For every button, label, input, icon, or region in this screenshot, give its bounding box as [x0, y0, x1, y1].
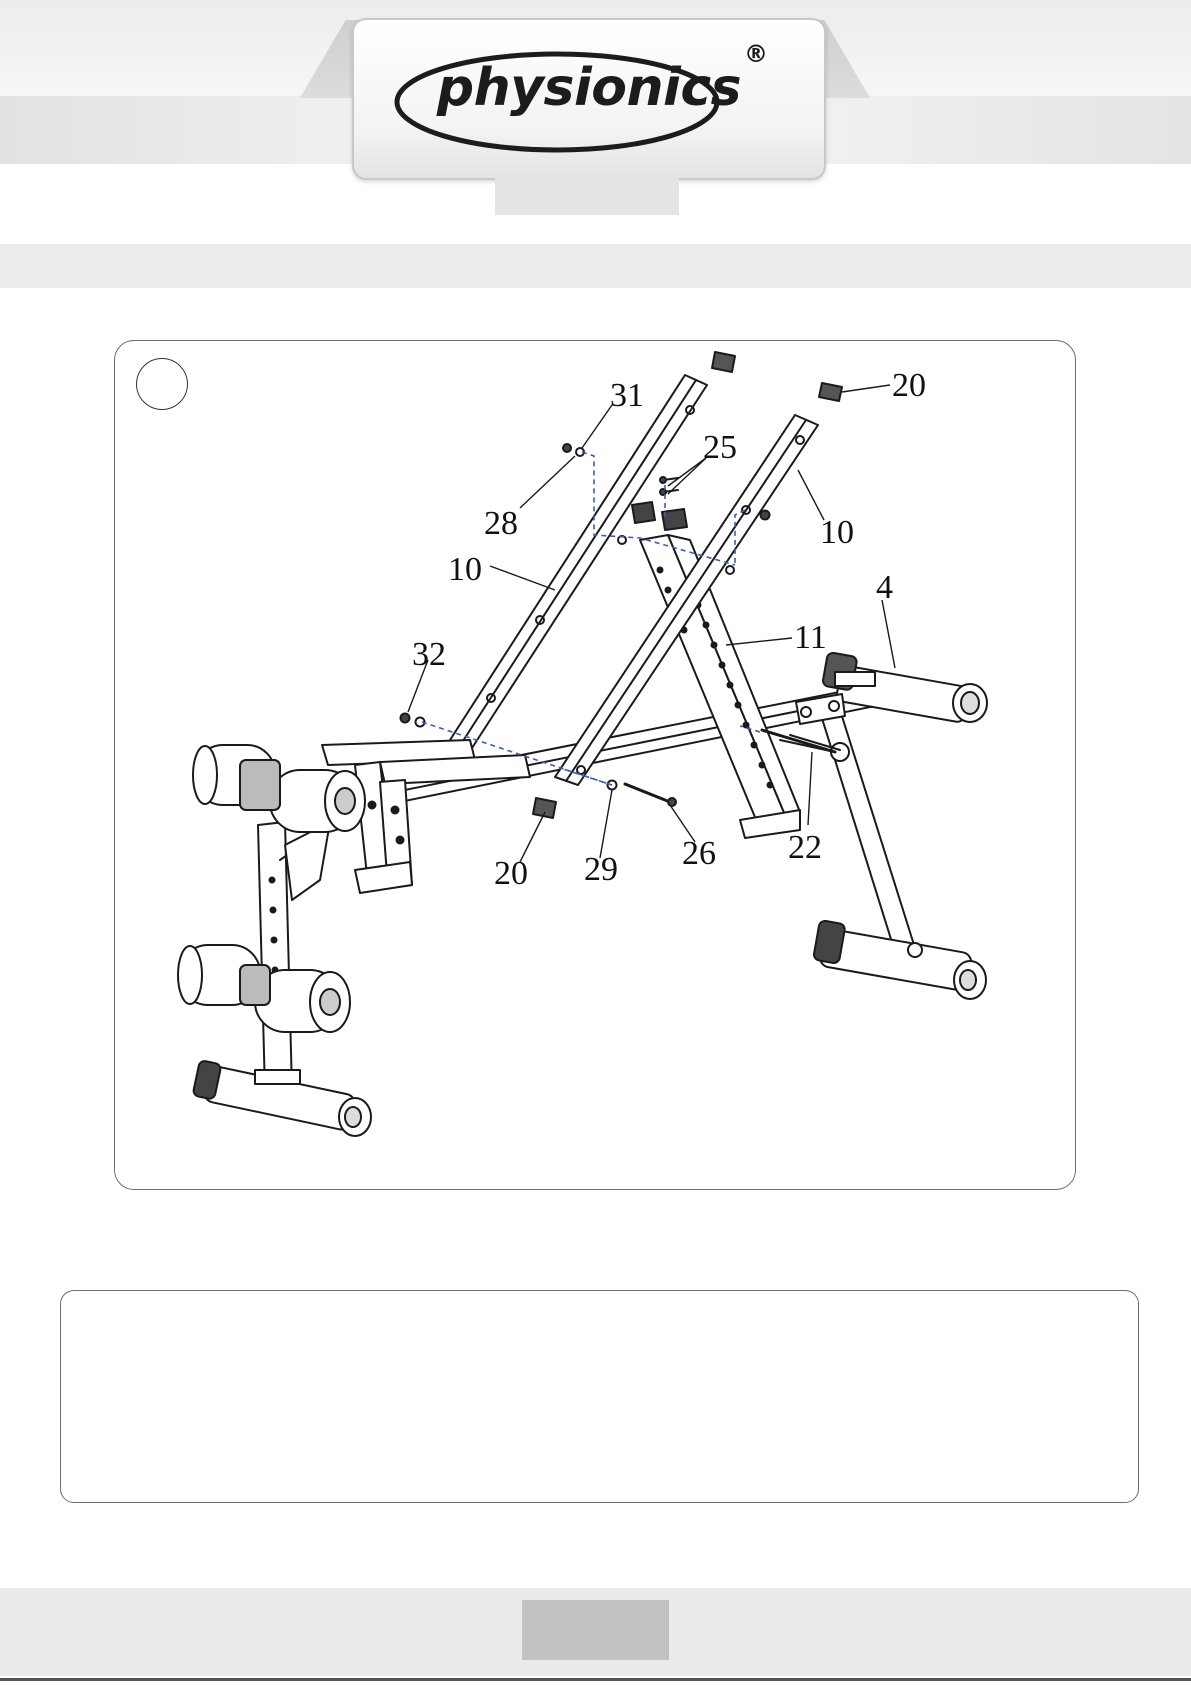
front-foot-tube — [193, 1060, 371, 1136]
callout-10-left: 10 — [448, 551, 482, 588]
callout-25: 25 — [703, 429, 737, 466]
end-cap-top-left — [712, 352, 735, 372]
upright-caps — [632, 502, 687, 530]
page-number-tab — [522, 1600, 669, 1660]
end-cap-top-right — [819, 383, 842, 401]
callout-28: 28 — [484, 505, 518, 542]
callout-11: 11 — [794, 619, 827, 656]
callout-32: 32 — [412, 636, 446, 673]
washer-29-bolt-26 — [608, 781, 677, 807]
footer-rule — [0, 1678, 1191, 1681]
callout-22: 22 — [788, 829, 822, 866]
nut-31-washer-28 — [563, 444, 584, 456]
callout-10-right: 10 — [820, 514, 854, 551]
callout-4: 4 — [876, 569, 893, 606]
nut-right-top — [761, 511, 770, 520]
callout-26: 26 — [682, 835, 716, 872]
upright-channel — [640, 535, 800, 838]
callout-31: 31 — [610, 377, 644, 414]
front-post — [258, 822, 330, 1092]
callout-20-bottom: 20 — [494, 855, 528, 892]
end-cap-bottom — [533, 798, 556, 818]
nut-32 — [401, 714, 425, 727]
callout-20-top: 20 — [892, 367, 926, 404]
instruction-note-box — [60, 1290, 1139, 1503]
callout-29: 29 — [584, 851, 618, 888]
